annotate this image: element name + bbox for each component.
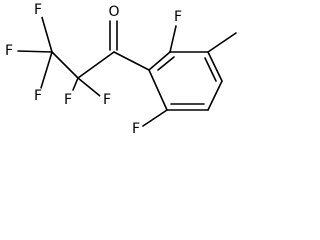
ring-bond-1-2 <box>148 51 171 71</box>
atom-f-cf3-bottom: F <box>34 88 42 104</box>
atom-o-carbonyl: O <box>108 4 119 20</box>
bond-ring-methyl <box>207 32 237 53</box>
chemical-structure: F F F F F O F F <box>1 2 237 137</box>
bond-ring-f-bottom <box>142 109 168 127</box>
ring-bond-3-4 <box>207 51 223 82</box>
atom-f-cf2-right: F <box>103 92 111 108</box>
bond-cf2-f-right <box>77 77 101 97</box>
bond-cf3-f-bottom <box>40 51 53 89</box>
bond-cf2-carbonyl <box>77 51 115 79</box>
bond-carbonyl-ring <box>113 51 150 71</box>
bond-cf3-f-top <box>40 13 53 53</box>
bond-cf3-f-left <box>17 50 53 53</box>
bond-cf2-f-left <box>72 77 79 91</box>
bonds <box>17 13 237 127</box>
ring-bond-6-1 <box>148 69 168 111</box>
bond-ring-f-top <box>169 25 177 53</box>
atom-f-ring-bottom: F <box>132 121 140 137</box>
bond-cf3-cf2 <box>51 51 79 79</box>
atom-f-cf2-left: F <box>64 92 72 108</box>
ring-inner-bond-b <box>204 57 217 82</box>
atom-f-ring-top: F <box>174 9 182 25</box>
ring-inner-bond-a <box>157 56 175 71</box>
ring-bond-4-5 <box>207 80 223 111</box>
atom-f-cf3-top: F <box>34 2 42 18</box>
atom-f-cf3-left: F <box>5 43 13 59</box>
atom-labels: F F F F F O F F <box>1 2 186 137</box>
